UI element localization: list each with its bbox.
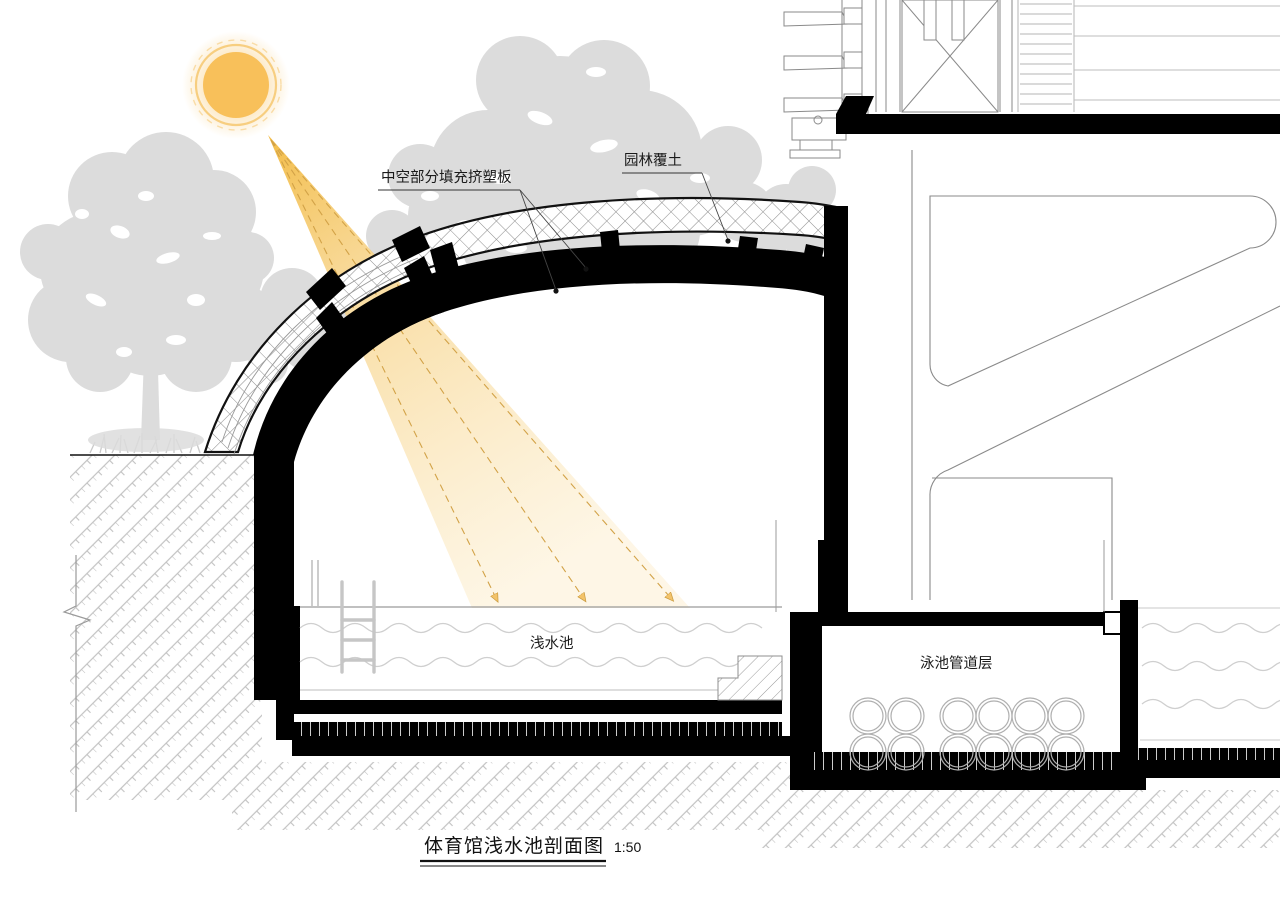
leader-dot: [725, 238, 731, 244]
pool-floor-slab: [292, 722, 782, 740]
pool-steps: [717, 655, 783, 701]
deep-pool-floor: [1138, 748, 1280, 762]
label-pipe-layer: 泳池管道层: [920, 655, 993, 672]
pipe-room-base-slab: [790, 770, 1146, 790]
leader-garden-soil: [701, 172, 729, 241]
tree-foliage-gaps: [75, 191, 221, 357]
drawing-title: 体育馆浅水池剖面图: [424, 835, 604, 857]
right-wall-nib: [818, 540, 830, 618]
deep-pool: [1138, 607, 1280, 778]
label-shallow-pool: 浅水池: [530, 635, 574, 652]
sun-ray-arrow-icon: [270, 139, 669, 596]
vault-roof: [203, 196, 848, 700]
leader-insulation-a: [519, 189, 557, 291]
pipe-room-outer-wall: [790, 612, 810, 790]
shallow-pool: 浅水池: [276, 580, 790, 756]
annotation-group: 中空部分填充挤塑板 园林覆土: [378, 152, 731, 294]
deck-drop-lines: [311, 520, 1105, 612]
sunlight-cone: [268, 135, 690, 608]
grass-icon: [88, 428, 213, 454]
pool-floor-upper: [292, 700, 782, 714]
skylight-glazing: [221, 251, 425, 455]
leader-dot: [583, 266, 589, 272]
drawing-scale: 1:50: [614, 839, 641, 855]
label-garden-soil: 园林覆土: [624, 152, 682, 169]
label-insulation: 中空部分填充挤塑板: [381, 168, 512, 186]
deep-pool-waves: [1141, 622, 1280, 710]
break-line-icon: [62, 555, 92, 812]
pool-ladder-icon: [340, 580, 376, 674]
skylight-mullion: [392, 226, 430, 262]
pool-structural-slab: [292, 736, 790, 756]
pipe-room-edge-wall: [1120, 600, 1138, 790]
pool-left-wall: [292, 606, 300, 710]
pipe-layer-room: 泳池管道层: [790, 600, 1146, 790]
leader-dot: [553, 288, 559, 294]
pipe-circle-icon: [887, 733, 925, 771]
roof-slab-edge: [836, 96, 1280, 134]
water-waves: [299, 622, 763, 668]
deep-pool-slab: [1138, 760, 1280, 778]
pool-wall-base: [276, 700, 294, 740]
building-upper-detail: [783, 0, 1280, 159]
pipe-room-ceiling: [806, 612, 1138, 626]
building-interior-outline: [911, 150, 1280, 600]
leader-insulation-b: [519, 189, 587, 269]
left-vault-wall: [254, 276, 444, 700]
title-block: 体育馆浅水池剖面图 1:50: [420, 835, 641, 867]
skylight-mullion: [306, 268, 346, 310]
pipe-circle-icon: [849, 733, 887, 771]
pipe-circle-icon: [1047, 733, 1085, 771]
vegetation-group: [20, 36, 836, 440]
pipe-circles: [849, 697, 1085, 771]
sun-icon: [182, 31, 290, 139]
